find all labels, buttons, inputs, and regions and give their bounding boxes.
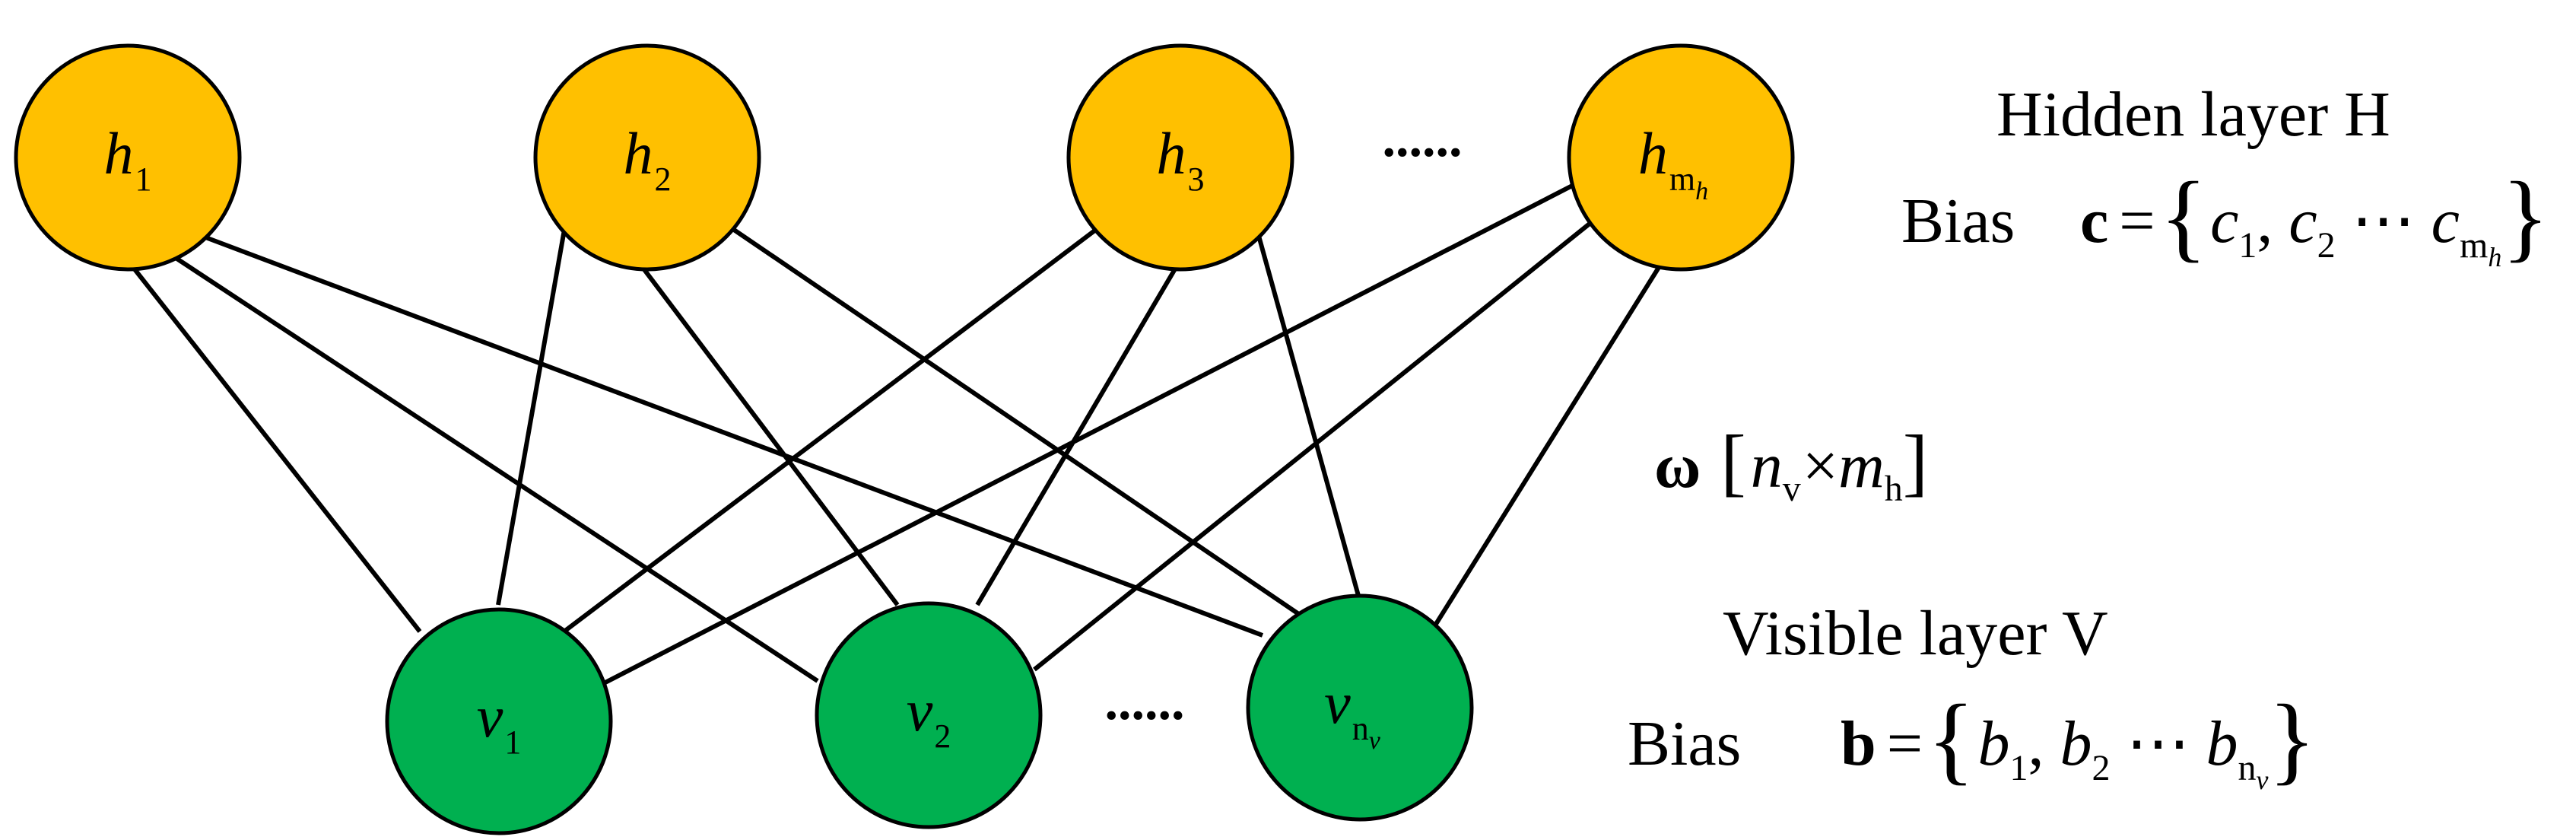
edge-h3-v2 [975, 261, 1181, 606]
visible-layer-nodes: v1 v2 vnv ...... [385, 593, 1474, 835]
visible-bias-label: Bias [1628, 708, 1741, 779]
visible-ellipsis: ...... [1105, 673, 1185, 731]
edge-h2-vn [713, 215, 1304, 619]
edge-h2-v2 [637, 261, 900, 606]
hidden-node-h1: h1 [14, 43, 242, 272]
edge-hm-v2 [1033, 218, 1595, 672]
svg-text:vnv: vnv [1324, 670, 1381, 755]
visible-layer-title: Visible layer V [1723, 598, 2108, 669]
svg-text:v2: v2 [907, 677, 951, 755]
hidden-layer-nodes: h1 h2 h3 hmh ...... [14, 43, 1795, 272]
weights-annotation: ω[nv×mh] [1654, 419, 1928, 509]
hidden-node-h2: h2 [533, 43, 761, 272]
hidden-bias-equation: c={c1, c2 ⋯ cmh} [2080, 162, 2549, 272]
svg-text:v1: v1 [477, 683, 522, 761]
svg-text:h3: h3 [1157, 120, 1205, 198]
hidden-ellipsis: ...... [1383, 110, 1463, 168]
svg-text:hmh: hmh [1638, 120, 1708, 205]
hidden-bias-label: Bias [1901, 186, 2015, 256]
edge-h3-v1 [557, 222, 1104, 638]
edge-h1-vn [200, 234, 1264, 638]
visible-node-vn: vnv [1246, 593, 1474, 822]
edge-h2-v1 [496, 216, 569, 606]
edge-h1-v1 [127, 261, 422, 633]
visible-layer-annotation: Visible layer V Bias b={b1, b2 ⋯ bnv} [1628, 598, 2316, 795]
visible-node-v2: v2 [815, 601, 1043, 829]
hidden-node-hm: hmh [1567, 43, 1795, 272]
svg-text:h1: h1 [104, 120, 152, 198]
connection-edges [127, 180, 1664, 687]
edge-hm-vn [1431, 261, 1664, 629]
edge-h3-vn [1256, 235, 1362, 602]
hidden-layer-annotation: Hidden layer H Bias c={c1, c2 ⋯ cmh} [1901, 79, 2549, 272]
visible-bias-equation: b={b1, b2 ⋯ bnv} [1841, 685, 2316, 795]
visible-node-v1: v1 [385, 607, 613, 835]
edge-hm-v1 [599, 180, 1580, 687]
edge-h1-v2 [170, 253, 819, 683]
weights-equation: ω[nv×mh] [1654, 419, 1928, 509]
svg-text:h2: h2 [624, 120, 672, 198]
hidden-layer-title: Hidden layer H [1996, 79, 2390, 150]
hidden-node-h3: h3 [1066, 43, 1294, 272]
